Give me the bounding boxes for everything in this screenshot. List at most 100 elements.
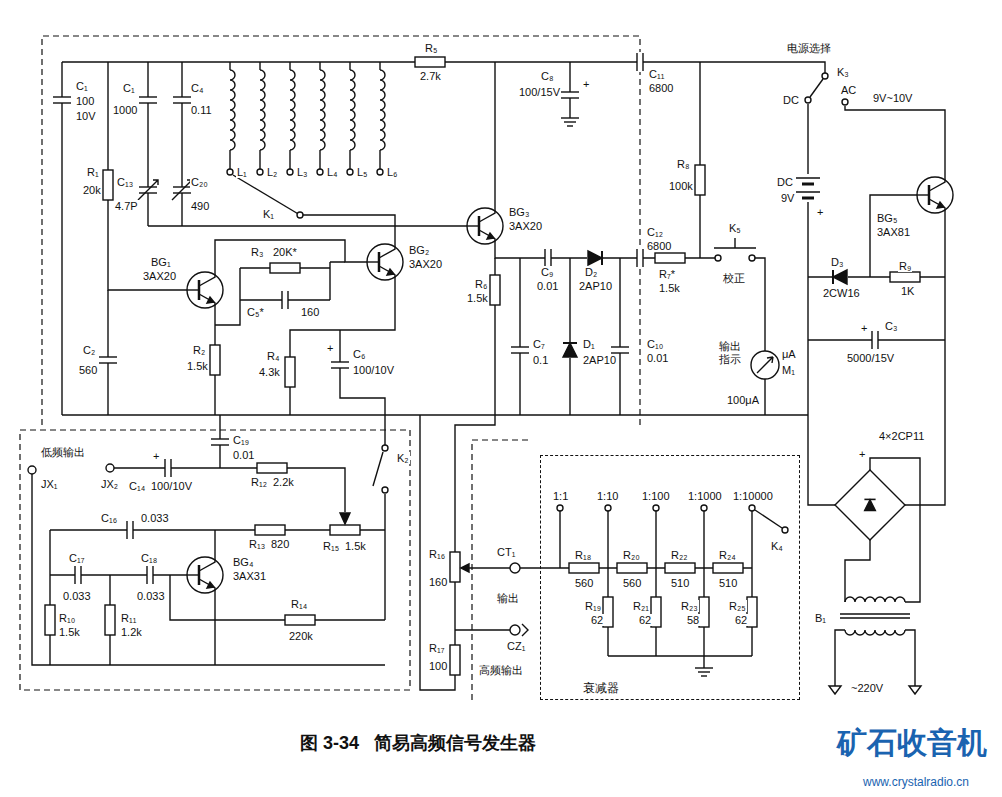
part-label: C₁	[75, 80, 89, 92]
part-label: 510	[670, 577, 690, 589]
part-label: C₈	[540, 70, 555, 82]
component-symbols	[28, 52, 953, 694]
part-label: +	[860, 322, 868, 334]
part-label: C₁₁	[648, 68, 665, 80]
part-label: K₃	[836, 66, 850, 78]
part-label: D₁	[582, 338, 596, 350]
part-label: 1.5k	[58, 626, 81, 638]
part-label: CZ₁	[506, 640, 526, 652]
figure-caption: 图 3-34 简易高频信号发生器	[300, 732, 536, 754]
part-label: K₁	[262, 208, 275, 220]
part-label: 10V	[75, 110, 97, 122]
part-label: R₂₁	[632, 600, 650, 612]
part-label: R₁₂	[250, 476, 268, 488]
part-label: 3AX20	[508, 220, 543, 232]
part-label: R₂	[192, 344, 206, 356]
part-label: 100/15V	[518, 86, 561, 98]
part-label: C₃	[884, 320, 898, 332]
part-label: C₁₈	[140, 552, 158, 564]
part-label: 校正	[722, 272, 746, 284]
part-label: 560	[574, 577, 594, 589]
part-label: R₁₁	[120, 612, 137, 624]
part-label: R₁₅	[322, 540, 340, 552]
part-label: 2CW16	[822, 287, 861, 299]
part-label: 220k	[288, 630, 314, 642]
part-label: 0.033	[140, 512, 170, 524]
part-label: 5000/15V	[846, 352, 895, 364]
part-label: 高频输出	[478, 664, 524, 676]
part-label: K₄	[770, 540, 784, 552]
part-label: 低频输出	[40, 446, 86, 458]
part-label: 1.5k	[344, 540, 367, 552]
part-label: DC	[776, 176, 794, 188]
part-label: R₈	[676, 158, 691, 170]
part-label: AC	[840, 84, 857, 96]
part-label: C₇	[532, 338, 546, 350]
part-label: L₃	[296, 166, 309, 178]
part-label: +	[858, 448, 866, 460]
part-label: R₂₃	[680, 600, 699, 612]
part-label: 输出 指示	[718, 340, 744, 366]
part-label: 电源选择	[786, 42, 832, 54]
part-label: BG₁	[150, 256, 172, 268]
part-label: R₂₂	[670, 549, 688, 561]
part-label: 4.7P	[114, 200, 139, 212]
part-label: 160	[428, 576, 448, 588]
part-label: 2AP10	[582, 354, 617, 366]
watermark: 矿石收音机	[836, 726, 988, 760]
part-label: 2AP10	[578, 280, 613, 292]
part-label: BG₄	[232, 556, 254, 568]
part-label: JX₁	[40, 478, 59, 490]
part-label: L₁	[236, 166, 248, 178]
part-label: 100/10V	[352, 364, 395, 376]
part-label: R₁	[86, 166, 100, 178]
part-label: C₉	[540, 266, 554, 278]
part-label: 0.01	[536, 280, 559, 292]
part-label: K₅	[728, 222, 742, 234]
part-label: 510	[718, 577, 738, 589]
part-label: DC	[782, 94, 800, 106]
part-label: +	[326, 342, 334, 354]
part-label: 6800	[648, 82, 674, 94]
part-label: BG₃	[508, 206, 530, 218]
part-label: C₁₇	[68, 552, 85, 564]
part-label: R₁₆	[428, 548, 446, 560]
part-label: R₁₀	[58, 612, 76, 624]
part-label: 1.5k	[466, 292, 489, 304]
part-label: 100μA	[726, 394, 760, 406]
part-label: 4×2CP11	[878, 430, 925, 442]
part-label: C₁	[122, 82, 136, 94]
part-label: 62	[590, 614, 604, 626]
part-label: M₁	[781, 364, 796, 376]
part-label: 1:10000	[732, 490, 774, 502]
part-label: R₅	[424, 42, 438, 54]
part-label: R₇*	[658, 268, 676, 280]
part-label: 62	[638, 614, 652, 626]
part-label: 9V	[780, 192, 795, 204]
wires	[32, 62, 945, 690]
part-label: 1:1000	[687, 490, 723, 502]
part-label: 0.01	[232, 449, 255, 461]
part-label: K₂	[396, 452, 410, 464]
part-label: C₁₂	[646, 226, 664, 238]
part-label: 9V~10V	[872, 92, 913, 104]
part-label: R₂₄	[718, 549, 737, 561]
part-label: 6800	[646, 240, 672, 252]
part-label: C₁₀	[646, 338, 664, 350]
part-label: 2.2k	[272, 476, 295, 488]
part-label: 1K	[900, 285, 915, 297]
part-label: 0.033	[62, 590, 92, 602]
part-label: C₁₃	[116, 176, 134, 188]
part-label: 160	[300, 306, 320, 318]
part-label: +	[152, 450, 160, 462]
part-label: 560	[78, 364, 98, 376]
part-label: L₆	[386, 166, 399, 178]
part-label: R₆	[474, 278, 488, 290]
part-label: C₂	[82, 344, 96, 356]
part-label: R₁₉	[584, 600, 602, 612]
part-label: BG₅	[876, 212, 898, 224]
part-label: L₄	[326, 166, 339, 178]
part-label: R₄	[266, 350, 280, 362]
part-label: C₁₄	[128, 480, 146, 492]
part-label: C₁₉	[232, 434, 250, 446]
